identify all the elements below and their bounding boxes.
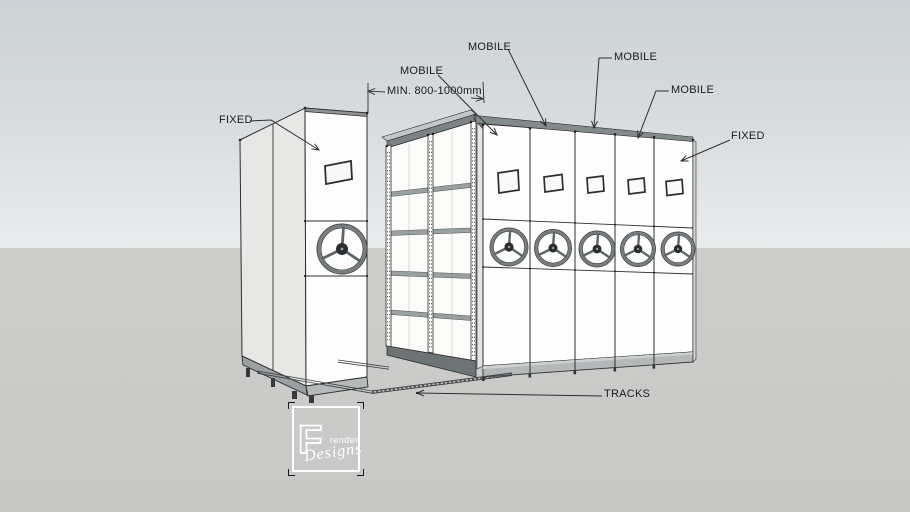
handwheel-icon [316,223,368,275]
selection-corner-icon [357,469,364,476]
handwheel-icon [620,231,656,267]
handwheel-icon [489,227,529,267]
leader-mobile-1 [437,74,498,136]
annotation-lines [249,48,731,397]
leader-fixed-right [679,139,731,162]
label-fixed-right: FIXED [731,130,765,142]
label-tracks: TRACKS [604,388,651,400]
label-holders [497,169,684,197]
label-aisle-dimension: MIN. 800-1000mm [387,85,482,97]
aisle-dimension-lines [366,81,485,113]
handwheel-icon [660,231,696,267]
handwheel-icon [534,229,572,267]
gable-side-sliver [476,121,484,370]
leveling-feet [246,368,314,403]
label-mobile-1: MOBILE [400,65,444,77]
label-fixed-left: FIXED [219,114,253,126]
leader-mobile-3 [591,57,612,130]
logo-letter-f: F [297,417,323,463]
frender-designs-logo: F render Designs [288,402,364,476]
label-mobile-3: MOBILE [614,51,658,63]
leader-mobile-2 [507,48,547,128]
selection-corner-icon [357,402,364,409]
shelves [390,182,472,321]
mobile-base [386,345,477,378]
open-mobile-unit [381,109,478,378]
selection-corner-icon [288,402,295,409]
leader-mobile-4 [637,90,669,140]
logo-word-render: render [330,435,359,445]
leader-fixed-left [249,119,321,151]
handwheels-row [489,227,696,268]
handwheel-icon [578,230,616,268]
mobile-units-block [475,115,697,381]
fixed-unit-left [238,106,369,403]
leader-tracks [415,389,603,397]
label-mobile-4: MOBILE [671,84,715,96]
label-holder [324,159,353,186]
label-mobile-2: MOBILE [468,41,512,53]
selection-corner-icon [288,469,295,476]
floor-tracks [256,359,513,394]
logo-frame [292,406,360,472]
